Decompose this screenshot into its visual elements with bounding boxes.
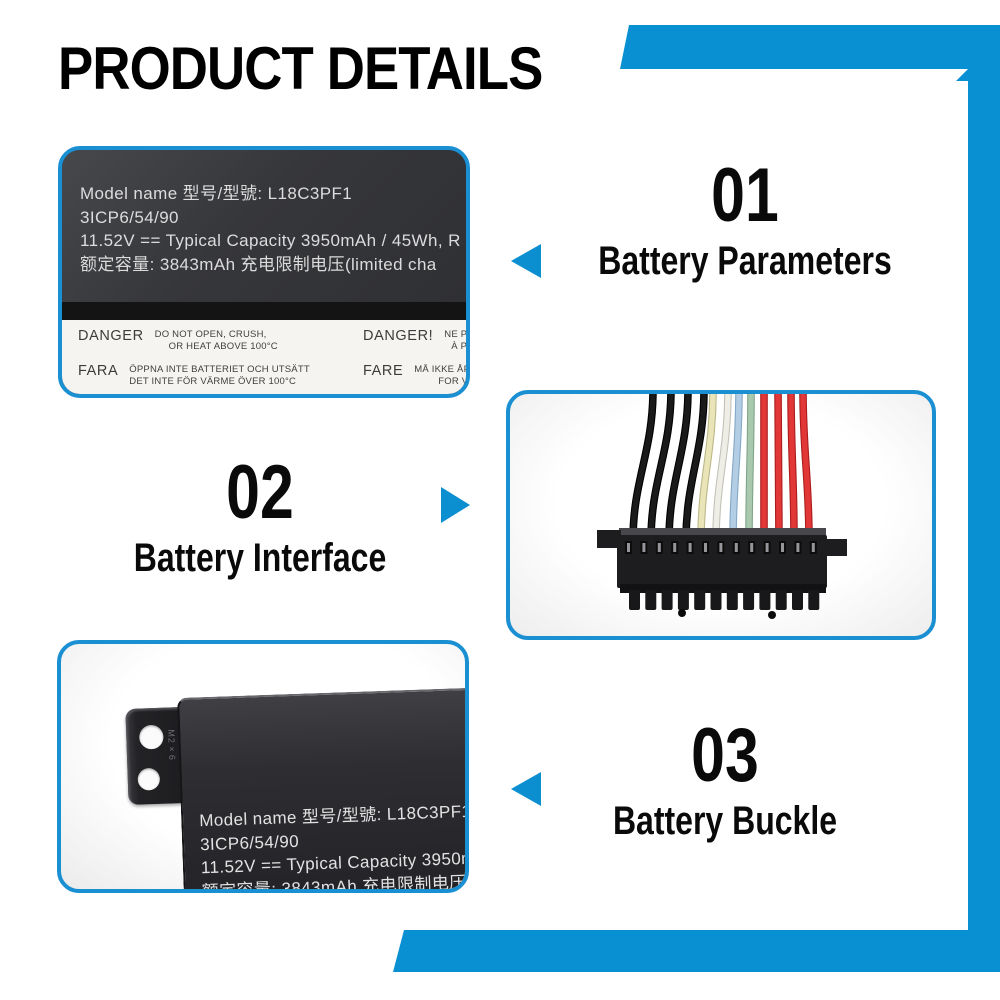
section-heading-02: 02 Battery Interface [100,450,420,581]
section-number: 02 [226,450,294,535]
battery-label-photo: Model name 型号/型號: L18C3PF1 3ICP6/54/90 1… [58,146,470,398]
warning-row: DANGER DO NOT OPEN, CRUSH,OR HEAT ABOVE 1… [78,328,278,352]
wire [698,394,716,541]
battery-body: Model name 型号/型號: L18C3PF1 3ICP6/54/90 1… [177,686,465,889]
wire [788,394,797,541]
wire [648,394,674,541]
pin [673,543,677,552]
connector-peg [768,611,776,619]
warning-term: FARA [78,363,119,379]
wire [800,394,812,541]
label-line-cell: 3ICP6/54/90 [80,207,179,227]
right-edge-stripe [968,69,1000,971]
warning-strip: DANGER DO NOT OPEN, CRUSH,OR HEAT ABOVE 1… [62,320,466,394]
connector-tooth [694,590,706,610]
battery-interface-photo [506,390,936,640]
label-line-model: Model name 型号/型號: L18C3PF1 [80,184,353,203]
wire [746,394,754,541]
page-title: PRODUCT DETAILS [58,35,543,102]
connector-tooth [677,590,689,610]
connector-body [617,535,827,588]
top-banner-stripe [620,25,1000,69]
warning-row: DANGER! NE PAÀ PLU [363,328,468,352]
connector-tooth [808,590,820,610]
pin [796,543,800,552]
connector-base [620,584,826,593]
warning-text: NE PAÀ PLU [444,329,468,352]
connector-rim [619,528,826,537]
warning-column-left: DANGER DO NOT OPEN, CRUSH,OR HEAT ABOVE 1… [78,320,368,394]
connector-tooth [710,590,722,610]
wire [730,394,742,541]
connector-peg [678,609,686,617]
section-number: 03 [691,713,759,798]
screw-hole [137,767,161,791]
connector-tooth [792,590,803,610]
warning-term: FARE [363,363,404,379]
section-heading-03: 03 Battery Buckle [565,713,885,844]
battery-label-text: Model name 型号/型號: L18C3PF1 3ICP6/54/90 1… [199,800,465,889]
pin [811,543,815,552]
connector-tooth [759,590,771,610]
pin [781,543,784,552]
pin [627,543,630,552]
label-divider-band [62,302,466,320]
connector-tooth [661,590,673,610]
connector-tooth [775,590,787,610]
arrow-left-icon [511,244,541,278]
wire [713,394,731,541]
pin [734,543,738,552]
connector-tooth [645,590,657,610]
pin [657,543,661,552]
warning-text: DO NOT OPEN, CRUSH,OR HEAT ABOVE 100°C [154,329,278,352]
arrow-left-icon [511,772,541,806]
warning-term: DANGER! [363,328,434,344]
label-line-capacity: 11.52V == Typical Capacity 3950mAh / 45W… [80,231,461,250]
label-line-rated: 额定容量: 3843mAh 充电限制电压(limited cha [80,254,437,274]
connector-tooth [743,590,755,610]
bottom-banner-stripe [393,930,1000,972]
connector-wing-right [824,539,847,556]
warning-term: DANGER [78,328,144,344]
connector-svg [597,394,847,619]
battery-buckle-photo: M2×6 Model name 型号/型號: L18C3PF1 3ICP6/54… [57,640,469,893]
section-label: Battery Interface [133,536,387,580]
pin [688,543,692,552]
section-label: Battery Buckle [612,799,838,843]
screw-hole [138,724,164,750]
connector-tooth [726,590,738,610]
pin [642,543,646,552]
section-label: Battery Parameters [598,239,892,283]
pin [765,543,769,552]
pin [750,543,754,552]
pin [704,543,707,552]
section-heading-01: 01 Battery Parameters [585,153,905,284]
wire [630,394,656,541]
wire [666,394,691,541]
battery-label-text: Model name 型号/型號: L18C3PF1 3ICP6/54/90 1… [80,182,461,276]
arrow-right-icon [441,487,470,523]
connector-tooth [629,590,640,610]
bracket-marking: M2×6 [166,729,178,762]
section-number: 01 [711,153,779,238]
wire [775,394,782,541]
wire [683,394,707,541]
pin [719,543,723,552]
connector-wing-left [597,530,621,548]
battery-label-surface: Model name 型号/型號: L18C3PF1 3ICP6/54/90 1… [62,150,466,302]
stripe-corner-nub [956,69,968,81]
